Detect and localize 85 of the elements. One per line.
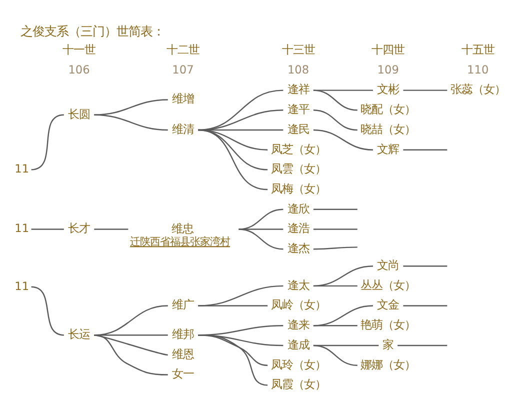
connector (313, 208, 358, 210)
node-text: 文尚 (377, 258, 400, 272)
node-text: 逢成 (287, 336, 310, 351)
connector (198, 334, 268, 386)
label: 106 (68, 62, 90, 76)
diagram-title: 之俊支系（三门）世简表： (20, 24, 165, 38)
node-text: 凤霞（女） (270, 376, 326, 391)
connector (198, 334, 268, 366)
connector (94, 98, 168, 115)
node-text: 凤岭（女） (270, 297, 326, 312)
label: 十四世 (372, 42, 405, 56)
label: 108 (287, 62, 310, 76)
connector (31, 228, 64, 230)
connector (198, 128, 268, 170)
node-text: 逢太 (287, 277, 310, 292)
node-text: 文彬 (377, 82, 400, 96)
node-text: 艳萌（女） (360, 317, 416, 332)
node-text: 维增 (172, 91, 194, 106)
connector (313, 264, 373, 286)
node-text: 长才 (68, 220, 90, 235)
connector (403, 148, 448, 150)
node-text: 逢杰 (287, 240, 310, 255)
connector (403, 264, 448, 266)
connector (198, 304, 268, 306)
node-text: 逢浩 (287, 220, 310, 235)
connector (238, 228, 284, 230)
connector (94, 334, 168, 375)
node-text: 晓喆（女） (360, 121, 416, 136)
connector (94, 114, 168, 130)
connector (31, 114, 64, 170)
node-text: 维忠 (172, 221, 194, 236)
connector (313, 128, 373, 150)
node-text: 11 (14, 161, 30, 176)
node-text: 长运 (68, 326, 90, 341)
node-text: 娜娜（女） (360, 356, 416, 371)
node-text: 晓配（女） (360, 102, 416, 116)
node-text: 凤芝（女） (270, 141, 326, 156)
node-text: 凤玲（女） (270, 356, 326, 371)
connector (94, 228, 128, 230)
node-text: 逢欣 (287, 200, 310, 215)
node-text: 文金 (377, 297, 400, 312)
connector (198, 284, 284, 306)
label: 109 (377, 62, 399, 76)
node-text: 逢来 (287, 317, 310, 332)
label: 107 (172, 62, 194, 76)
node-text: 文辉 (377, 141, 400, 156)
label: 十三世 (282, 42, 315, 56)
label: 110 (467, 62, 489, 76)
connector (94, 334, 168, 356)
connector (313, 246, 358, 250)
label: 十二世 (166, 42, 200, 56)
node-text: 逢民 (287, 121, 310, 136)
node-text: 女一 (172, 366, 194, 380)
connector (198, 128, 268, 190)
node-text: 张蕊（女） (450, 82, 506, 96)
connector (313, 89, 358, 110)
connector (313, 344, 358, 366)
connector (313, 89, 373, 90)
connector (313, 304, 373, 326)
connector (403, 89, 448, 90)
node-label: 迁陕西省福县张家湾村 (130, 236, 230, 248)
node-text: 维广 (172, 297, 194, 312)
connector (238, 228, 284, 250)
connector (313, 228, 358, 230)
connector (313, 324, 358, 326)
node-text: 11 (14, 220, 30, 235)
node-text: 凤雲（女） (270, 161, 326, 176)
node-text: 凤梅（女） (270, 180, 326, 195)
node-text: 维清 (172, 121, 194, 136)
node-text: 长圆 (68, 106, 90, 120)
node-text: 逢祥 (287, 82, 310, 96)
connector (398, 344, 448, 346)
node-text: 逢平 (287, 102, 310, 116)
node-text: 维恩 (172, 346, 194, 360)
node-text: 家 (382, 336, 394, 351)
connector (403, 304, 448, 306)
connector (238, 208, 284, 230)
connector (313, 109, 358, 130)
node-text: 丛丛（女） (360, 277, 416, 292)
connector (313, 284, 358, 286)
node-text: 维邦 (172, 326, 194, 341)
label: 十五世 (461, 42, 494, 56)
node-text: 11 (14, 278, 30, 292)
connector (31, 286, 64, 336)
label: 十一世 (62, 42, 96, 56)
